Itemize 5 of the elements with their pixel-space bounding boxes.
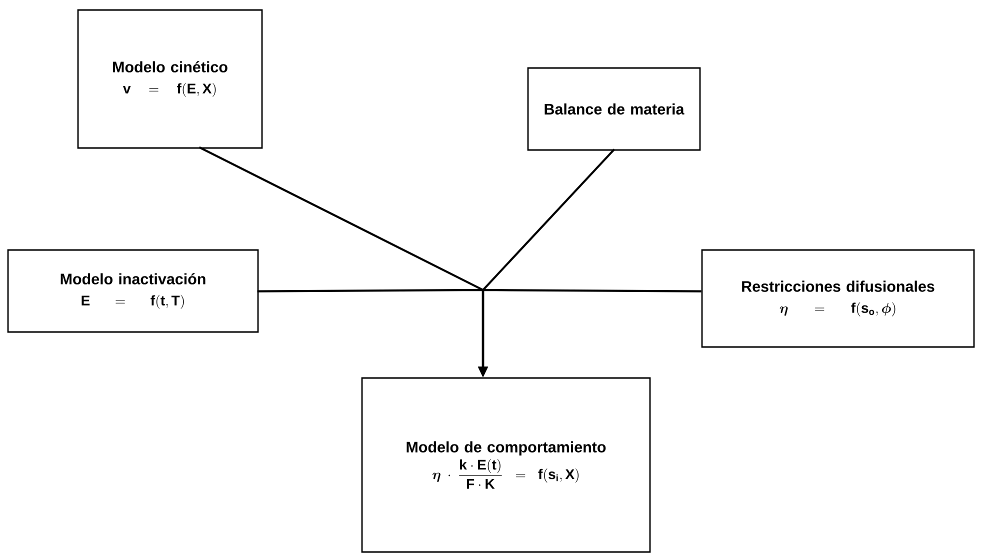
text-box: Balance de materia (527, 67, 701, 151)
text-box: Restricciones difusionales $\boldsymbol{\eta} \;=\; \mathbf{f}(\mathbf{s_o}, \boldsymbol{\phi})$ (701, 249, 975, 348)
text-box: Modelo cinético $\mathbf{v} \;=\; \mathbf{f}(\mathbf{E}, \mathbf{X})$ (77, 9, 263, 149)
text-box: Modelo de comportamiento $\boldsymbol{\eta}\cdot\frac{\mathbf{k}\cdot\mathbf{E(t)}}{\mathbf{F}\cdot\mathbf{K}} = \mathbf{f}(\mathbf{s_i}, \mathbf{X})$ (361, 377, 651, 553)
text-box: Modelo inactivación $\mathbf{E} \;=\; \mathbf{f}(\mathbf{t}, \mathbf{T})$ (7, 249, 259, 333)
